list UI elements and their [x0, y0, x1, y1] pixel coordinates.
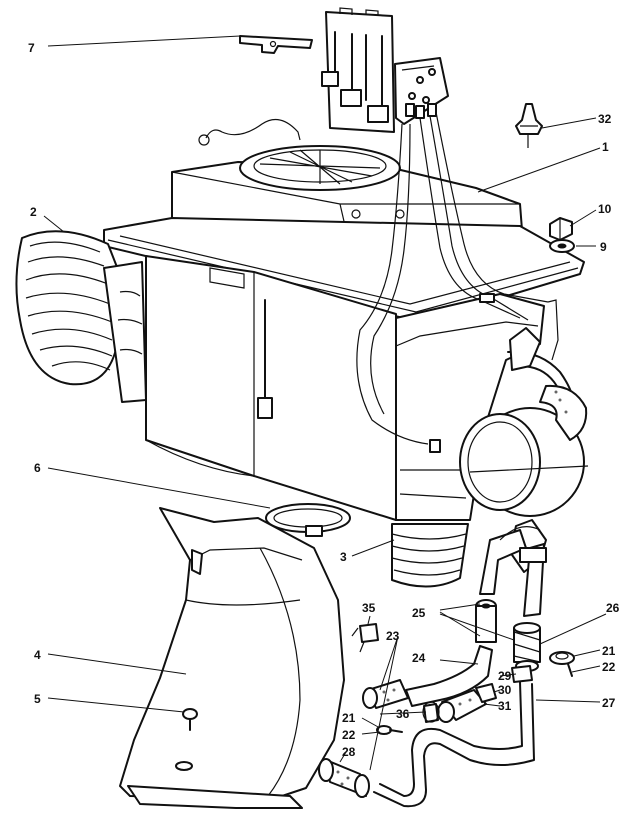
callout-3: 3 — [340, 550, 347, 564]
hose-segment-23 — [362, 679, 409, 709]
part-2-flexible-duct — [15, 230, 147, 403]
part-3-lower-duct — [391, 523, 469, 588]
part-32-grommet — [515, 103, 543, 148]
part-4-duct-shroud — [119, 507, 345, 809]
hose-joint-26 — [513, 622, 541, 672]
callout-36: 36 — [396, 707, 410, 721]
part-35-clip — [351, 623, 379, 653]
coolant-pipework — [479, 519, 547, 617]
callout-10: 10 — [598, 202, 612, 216]
coolant-hose-right — [507, 327, 588, 441]
blower-outlet — [459, 407, 589, 517]
ground-wire — [198, 118, 301, 146]
hose-segment-29-31 — [437, 665, 533, 723]
leader-lines — [43, 35, 607, 771]
part-10-nut — [549, 217, 573, 241]
callout-31: 31 — [498, 699, 512, 713]
callout-35: 35 — [362, 601, 376, 615]
callout-21-right: 21 — [602, 644, 616, 658]
callout-4: 4 — [34, 648, 41, 662]
part-6-clamp — [265, 503, 351, 537]
wiring-harness — [356, 111, 559, 453]
pipe-27 — [373, 681, 535, 808]
callout-25: 25 — [412, 606, 426, 620]
callout-5: 5 — [34, 692, 41, 706]
callout-29: 29 — [498, 669, 512, 683]
bleed-screw-right — [549, 651, 575, 677]
callout-23: 23 — [386, 629, 400, 643]
callout-22-right: 22 — [602, 660, 616, 674]
callout-6: 6 — [34, 461, 41, 475]
callout-2: 2 — [30, 205, 37, 219]
hose-segment-28 — [318, 758, 370, 798]
hose-joint-25 — [475, 599, 497, 643]
callout-9: 9 — [600, 240, 607, 254]
callout-7: 7 — [28, 41, 35, 55]
control-panel — [321, 7, 395, 133]
callout-26: 26 — [606, 601, 620, 615]
callout-30: 30 — [498, 683, 512, 697]
part-9-washer — [549, 239, 575, 253]
callout-21-left: 21 — [342, 711, 356, 725]
part-7-bracket — [239, 35, 313, 54]
callout-28: 28 — [342, 745, 356, 759]
hose-bend-24 — [405, 645, 493, 707]
blower-housing — [395, 293, 545, 521]
switch-block — [394, 57, 449, 125]
callout-32: 32 — [598, 112, 612, 126]
callout-27: 27 — [602, 696, 616, 710]
bleed-screw-left — [376, 725, 403, 735]
callout-22-left: 22 — [342, 728, 356, 742]
callout-1: 1 — [602, 140, 609, 154]
part-5-screw — [182, 708, 198, 731]
callout-24: 24 — [412, 651, 426, 665]
callout-labels: 7 32 1 2 10 9 6 3 4 5 35 25 26 23 24 21 … — [28, 41, 620, 759]
